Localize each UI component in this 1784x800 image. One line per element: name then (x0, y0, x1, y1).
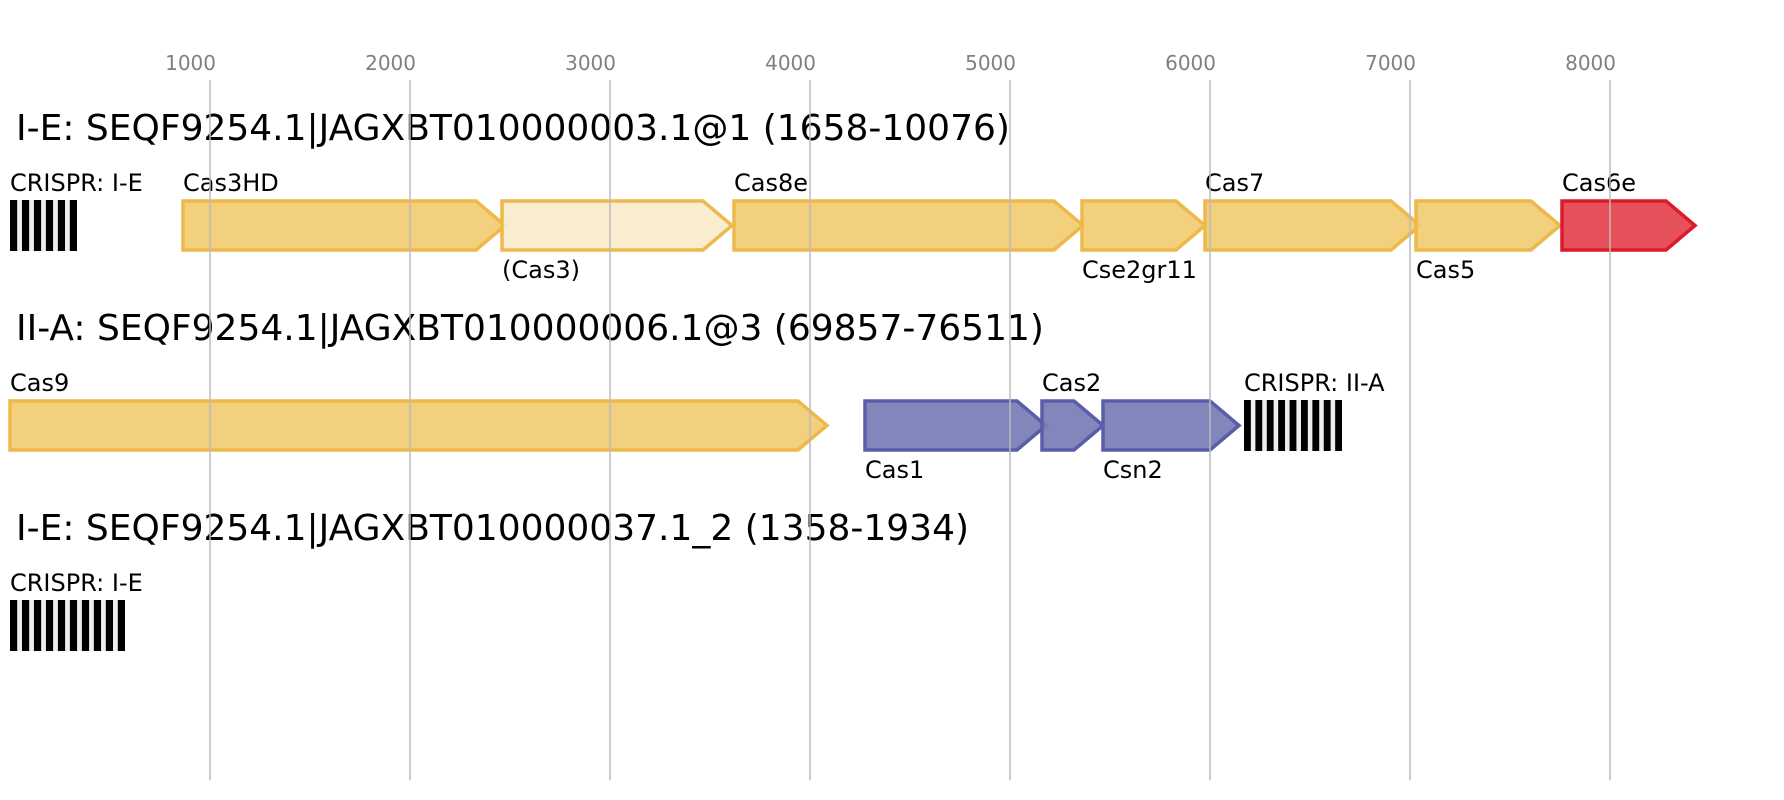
gene-label: Cas6e (1562, 169, 1636, 197)
gene-arrow-cas8e (732, 199, 1086, 252)
gene-arrow-csn2 (1101, 399, 1242, 452)
crispr-repeat (1289, 400, 1297, 451)
gene-arrow-cas6e (1560, 199, 1698, 252)
locus-row: II-A: SEQF9254.1|JAGXBT010000006.1@3 (69… (8, 308, 1385, 484)
tick-label: 1000 (165, 51, 216, 75)
locus-row: I-E: SEQF9254.1|JAGXBT010000003.1@1 (165… (10, 108, 1698, 284)
gene-label: Cas7 (1205, 169, 1264, 197)
crispr-repeat (21, 600, 30, 651)
crispr-repeat (117, 600, 125, 651)
tick-label: 8000 (1565, 51, 1616, 75)
crispr-repeat (10, 200, 18, 251)
crispr-repeat (1266, 400, 1274, 451)
locus-title: II-A: SEQF9254.1|JAGXBT010000006.1@3 (69… (16, 308, 1044, 349)
crispr-repeat (1278, 400, 1286, 451)
tick-label: 7000 (1365, 51, 1416, 75)
crispr-spacer-background (10, 200, 77, 251)
tick-label: 3000 (565, 51, 616, 75)
tick-label: 5000 (965, 51, 1016, 75)
crispr-array (10, 200, 77, 251)
gene-arrow-cas9 (8, 399, 830, 452)
crispr-repeat (1300, 400, 1308, 451)
tick-label: 2000 (365, 51, 416, 75)
crispr-repeat (105, 600, 114, 651)
crispr-repeat (1244, 400, 1251, 451)
loci: I-E: SEQF9254.1|JAGXBT010000003.1@1 (165… (8, 108, 1698, 651)
crispr-repeat (33, 200, 42, 251)
gene-arrow-cas3hd (181, 199, 508, 252)
gene-arrow-cse2gr11 (1080, 199, 1208, 252)
crispr-repeat (33, 600, 42, 651)
crispr-repeat (69, 600, 78, 651)
gene-label: Cse2gr11 (1082, 256, 1197, 284)
crispr-label: CRISPR: II-A (1244, 369, 1385, 397)
gene-arrow-cas3 (500, 199, 735, 252)
crispr-repeat (1312, 400, 1320, 451)
gene-label: (Cas3) (502, 256, 580, 284)
gene-label: Cas3HD (183, 169, 279, 197)
crispr-repeat (45, 200, 54, 251)
crispr-repeat (57, 200, 66, 251)
gene-label: Csn2 (1103, 456, 1163, 484)
gene-label: Cas8e (734, 169, 808, 197)
locus-title: I-E: SEQF9254.1|JAGXBT010000037.1_2 (135… (16, 508, 969, 549)
gene-label: Cas5 (1416, 256, 1475, 284)
axis-tick-labels: 1000 2000 3000 4000 5000 6000 7000 8000 (165, 51, 1616, 75)
crispr-repeat (81, 600, 90, 651)
gene-arrow-cas2 (1040, 399, 1106, 452)
locus-row: I-E: SEQF9254.1|JAGXBT010000037.1_2 (135… (10, 508, 969, 651)
crispr-repeat (10, 600, 18, 651)
tick-label: 4000 (765, 51, 816, 75)
tick-label: 6000 (1165, 51, 1216, 75)
axis-gridlines (209, 80, 1611, 780)
gene-arrow-cas1 (863, 399, 1049, 452)
crispr-array (10, 600, 125, 651)
crispr-repeat (69, 200, 77, 251)
crispr-repeat (57, 600, 66, 651)
crispr-repeat (1255, 400, 1263, 451)
crispr-label: CRISPR: I-E (10, 169, 143, 197)
crispr-label: CRISPR: I-E (10, 569, 143, 597)
crispr-repeat (45, 600, 54, 651)
locus-title: I-E: SEQF9254.1|JAGXBT010000003.1@1 (165… (16, 108, 1010, 149)
gene-arrow-cas7 (1203, 199, 1423, 252)
gene-label: Cas2 (1042, 369, 1101, 397)
gene-label: Cas1 (865, 456, 924, 484)
crispr-array (1244, 400, 1342, 451)
crispr-repeat (93, 600, 102, 651)
gene-label: Cas9 (10, 369, 69, 397)
crispr-repeat (1323, 400, 1331, 451)
crispr-repeat (21, 200, 30, 251)
gene-arrow-cas5 (1414, 199, 1563, 252)
crispr-repeat (1335, 400, 1342, 451)
